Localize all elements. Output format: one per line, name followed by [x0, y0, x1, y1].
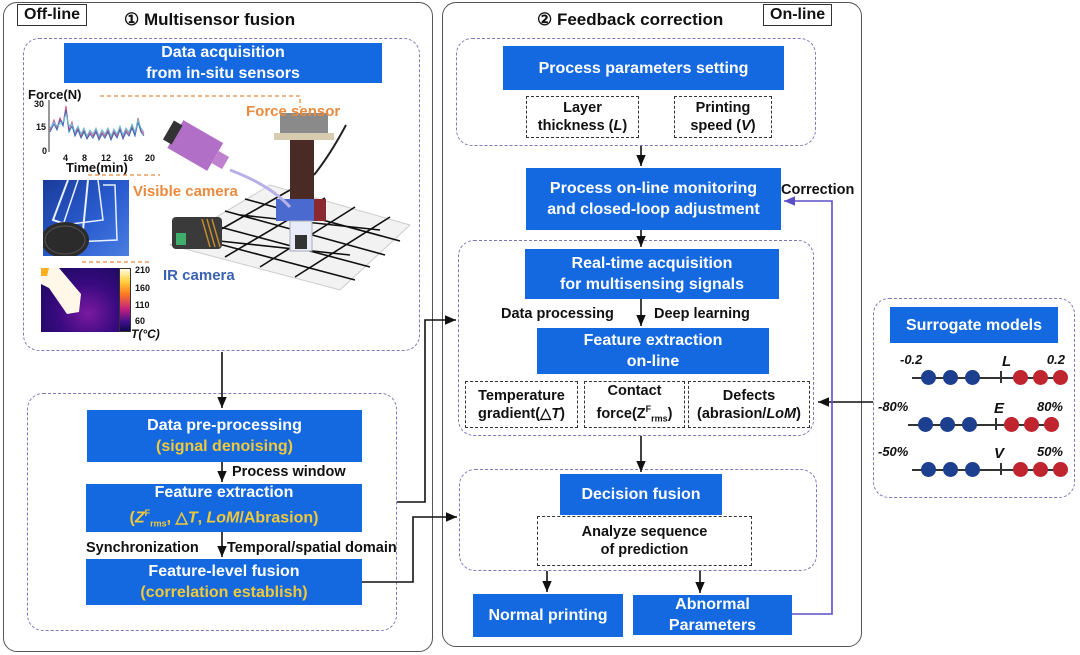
multisensor-fusion-title: ① Multisensor fusion [124, 10, 296, 29]
printer-illustration [162, 113, 411, 291]
surrogate-positive-dot [1044, 417, 1059, 432]
hot-nozzle-region [41, 268, 81, 314]
force-plot: Force(N) 30 15 0 4 8 12 16 20 Time(min) [26, 86, 166, 176]
surrogate-negative-dot [921, 462, 936, 477]
surrogate-negative-dot [921, 370, 936, 385]
acquisition-group [23, 38, 420, 351]
surrogate-axis-line [912, 469, 1062, 471]
colorbar-tick: 210 [135, 265, 151, 275]
surrogate-positive-dot [1013, 462, 1028, 477]
ir-thermal-image [41, 268, 119, 332]
force-plot-xtick: 8 [82, 153, 88, 163]
surrogate-negative-dot [965, 462, 980, 477]
surrogate-row-V: -50% 50% V [878, 442, 1073, 486]
feature-level-fusion-box[interactable]: Feature-level fusion (correlation establ… [86, 559, 362, 605]
correction-label: Correction [781, 182, 855, 198]
printing-speed-box[interactable]: Printing speed (V) [674, 96, 772, 138]
surrogate-positive-dot [1004, 417, 1019, 432]
surrogate-positive-dot [1053, 370, 1068, 385]
feature-extraction-params: (ZFrms, △T, LoM/Abrasion) [129, 507, 319, 529]
thermal-colorbar [119, 268, 131, 332]
surrogate-max-label: 50% [1036, 444, 1063, 459]
surrogate-negative-dot [940, 417, 955, 432]
surrogate-center-tick [995, 418, 997, 430]
surrogate-negative-dot [918, 417, 933, 432]
surrogate-center-tick [1000, 371, 1002, 383]
feature-extraction-box[interactable]: Feature extraction (ZFrms, △T, LoM/Abras… [86, 484, 362, 532]
surrogate-positive-dot [1013, 370, 1028, 385]
normal-printing-box[interactable]: Normal printing [473, 594, 623, 637]
force-signal-trace [48, 100, 145, 152]
filament-strands [43, 180, 118, 256]
surrogate-negative-dot [965, 370, 980, 385]
deep-learning-label: Deep learning [654, 306, 750, 322]
force-plot-xlabel: Time(min) [66, 160, 128, 175]
colorbar-tick: 160 [135, 283, 151, 293]
force-plot-xtick: 16 [123, 153, 134, 163]
surrogate-models-box[interactable]: Surrogate models [890, 307, 1058, 343]
surrogate-variable-label: L [1002, 353, 1012, 370]
visible-camera-image [43, 180, 129, 256]
parameter-group [456, 38, 816, 146]
offline-tag: Off-line [17, 4, 87, 26]
surrogate-group [873, 298, 1075, 498]
force-plot-xtick: 4 [63, 153, 69, 163]
defects-box[interactable]: Defects (abrasion/LoM) [688, 381, 810, 428]
data-acquisition-box[interactable]: Data acquisition from in-situ sensors [64, 43, 382, 83]
colorbar-label: T(°C) [131, 327, 160, 341]
synchronization-label: Synchronization [86, 540, 199, 556]
surrogate-min-label: -80% [878, 399, 909, 414]
force-plot-ytick: 0 [42, 146, 48, 156]
surrogate-axis-line [908, 424, 1058, 426]
colorbar-tick: 110 [135, 300, 150, 310]
realtime-acquisition-box[interactable]: Real-time acquisition for multisensing s… [525, 249, 779, 299]
force-plot-xtick: 20 [145, 153, 156, 163]
surrogate-variable-label: V [994, 445, 1005, 462]
force-plot-ytick: 15 [36, 122, 47, 132]
surrogate-positive-dot [1033, 462, 1048, 477]
ir-camera-label: IR camera [163, 267, 235, 284]
visible-camera-label: Visible camera [133, 183, 238, 200]
force-plot-xtick: 12 [101, 153, 112, 163]
surrogate-max-label: 80% [1036, 399, 1063, 414]
data-preprocessing-box[interactable]: Data pre-processing (signal denoising) [87, 410, 362, 462]
decision-fusion-box[interactable]: Decision fusion [560, 474, 722, 515]
online-tag: On-line [763, 4, 833, 26]
surrogate-variable-label: E [994, 400, 1005, 417]
process-window-label: Process window [232, 464, 346, 480]
process-parameters-box[interactable]: Process parameters setting [503, 46, 784, 90]
surrogate-row-L: -0.2 0.2 L [878, 350, 1073, 394]
temperature-gradient-box[interactable]: Temperature gradient(△T) [465, 381, 578, 428]
surrogate-min-label: -50% [878, 444, 909, 459]
online-monitoring-box[interactable]: Process on-line monitoring and closed-lo… [526, 168, 781, 230]
surrogate-row-E: -80% 80% E [878, 397, 1073, 441]
surrogate-negative-dot [943, 462, 958, 477]
temporal-spatial-label: Temporal/spatial domain [227, 540, 397, 556]
layer-thickness-box[interactable]: Layer thickness (L) [526, 96, 639, 138]
abnormal-parameters-box[interactable]: Abnormal Parameters [633, 595, 792, 635]
surrogate-positive-dot [1033, 370, 1048, 385]
surrogate-positive-dot [1053, 462, 1068, 477]
surrogate-center-tick [1000, 463, 1002, 475]
print-head-column [290, 140, 314, 200]
online-feature-extraction-box[interactable]: Feature extraction on-line [537, 328, 769, 374]
surrogate-negative-dot [943, 370, 958, 385]
surrogate-axis-line [912, 377, 1062, 379]
surrogate-negative-dot [962, 417, 977, 432]
analyze-sequence-box[interactable]: Analyze sequence of prediction [537, 516, 752, 566]
surrogate-positive-dot [1024, 417, 1039, 432]
ir-camera-body [172, 217, 222, 249]
colorbar-tick: 60 [135, 316, 146, 326]
force-plot-ylabel: Force(N) [28, 87, 82, 102]
visible-camera-body [162, 120, 230, 171]
surrogate-max-label: 0.2 [1046, 352, 1065, 367]
force-sensor [280, 113, 328, 133]
surrogate-min-label: -0.2 [900, 352, 923, 367]
processing-group [27, 393, 397, 631]
data-processing-label: Data processing [501, 306, 614, 322]
feedback-correction-title: ② Feedback correction [537, 10, 724, 29]
force-plot-ytick: 30 [34, 99, 45, 109]
force-sensor-label: Force sensor [246, 103, 341, 120]
contact-force-box[interactable]: Contact force(ZFrms) [584, 381, 685, 428]
